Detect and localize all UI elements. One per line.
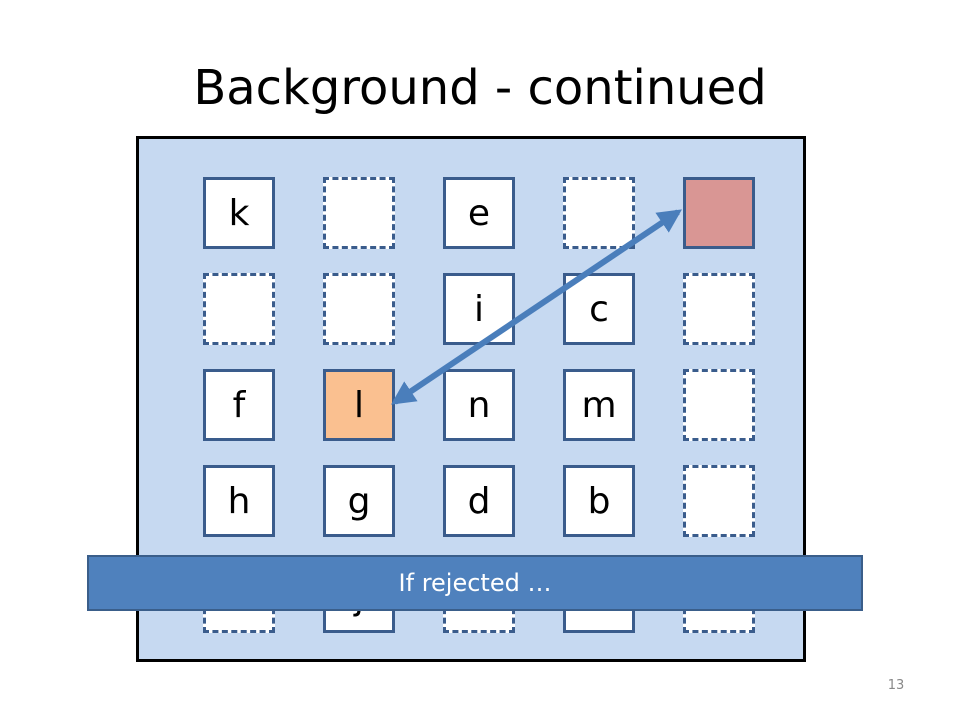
grid-cell-label: n [467,384,491,426]
grid-cell-r2-c0: f [203,369,275,441]
grid-cell-r3-c1: g [323,465,395,537]
grid-cell-r1-c4 [683,273,755,345]
grid-cell-r0-c1 [323,177,395,249]
grid-cell-r3-c2: d [443,465,515,537]
grid-cell-r2-c2: n [443,369,515,441]
grid-cell-label: l [353,384,364,426]
grid-cell-r3-c4 [683,465,755,537]
grid-cell-r0-c0: k [203,177,275,249]
grid-cell-r0-c2: e [443,177,515,249]
grid-cell-r0-c4 [683,177,755,249]
grid-cell-label: i [473,288,484,330]
grid-cell-label: k [228,192,250,234]
if-rejected-banner: If rejected … [87,555,863,611]
grid-cell-r2-c3: m [563,369,635,441]
grid-cell-label: f [232,384,246,426]
grid-cell-label: d [467,480,491,522]
grid-cell-r1-c1 [323,273,395,345]
grid-cell-r1-c2: i [443,273,515,345]
grid-cell-r0-c3 [563,177,635,249]
page-number: 13 [887,678,905,693]
grid-cell-r2-c1: l [323,369,395,441]
grid-cell-r2-c4 [683,369,755,441]
grid-cell-label: b [587,480,611,522]
grid-cell-r1-c0 [203,273,275,345]
grid-cell-label: g [347,480,371,522]
grid-cell-label: h [227,480,251,522]
grid-cell-label: e [467,192,491,234]
grid-cell-label: c [589,288,609,330]
grid-cell-r1-c3: c [563,273,635,345]
grid-cell-r3-c0: h [203,465,275,537]
grid-cell-label: m [581,384,617,426]
grid-cell-r3-c3: b [563,465,635,537]
slide-title: Background - continued [193,60,767,116]
